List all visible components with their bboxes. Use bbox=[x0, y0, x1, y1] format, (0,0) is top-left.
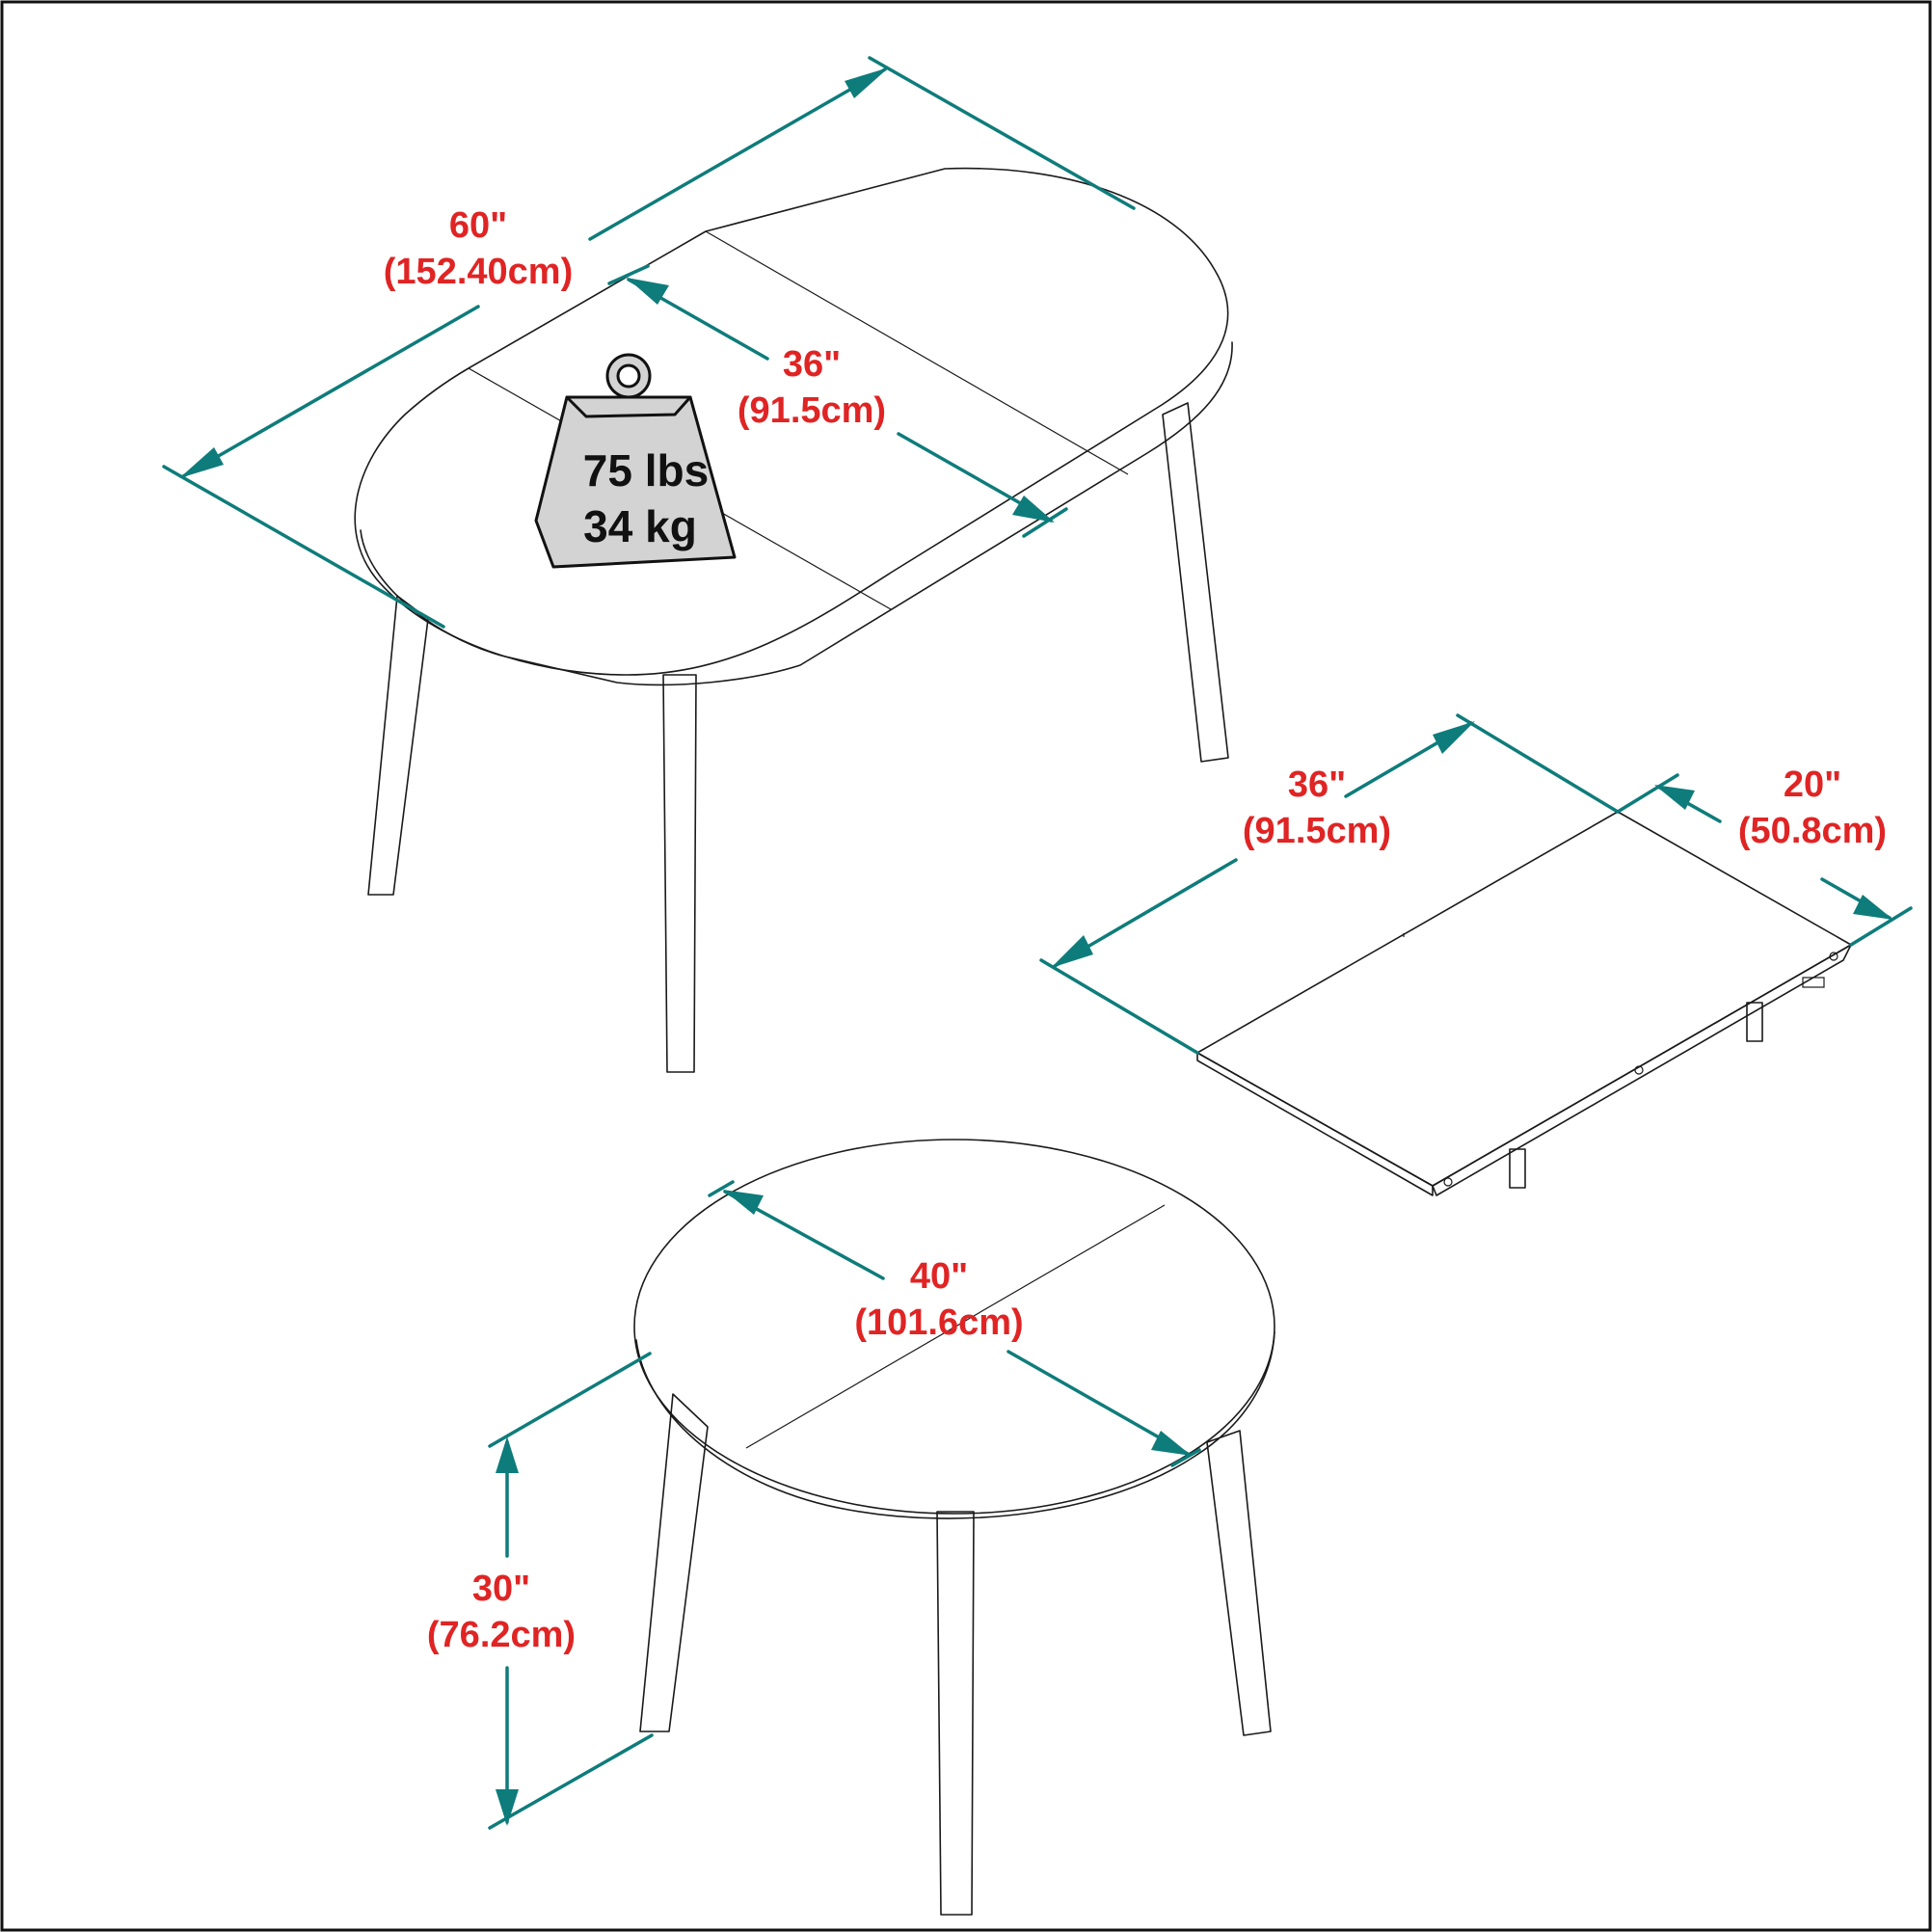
dim-extended-width-imperial: 36" bbox=[783, 344, 841, 385]
table-leg bbox=[936, 1511, 975, 1916]
dim-round-diameter: 40" (101.6cm) bbox=[708, 1180, 1201, 1467]
table-leg bbox=[1162, 402, 1229, 763]
dim-extended-width: 36" (91.5cm) bbox=[607, 264, 1068, 538]
dim-leaf-length: 36" (91.5cm) bbox=[1039, 713, 1620, 1055]
round-table bbox=[633, 1139, 1275, 1916]
dim-leaf-length-metric: (91.5cm) bbox=[1243, 811, 1391, 851]
tabletop-edge bbox=[635, 1331, 1275, 1519]
leaf-seam bbox=[705, 230, 1129, 475]
dim-table-height-imperial: 30" bbox=[472, 1569, 530, 1609]
weight-badge: 75 lbs 34 kg bbox=[534, 353, 737, 569]
dim-leaf-width-imperial: 20" bbox=[1784, 765, 1841, 805]
dim-leaf-width: 20" (50.8cm) bbox=[1616, 765, 1913, 947]
table-leg bbox=[1206, 1430, 1272, 1736]
dim-round-diameter-imperial: 40" bbox=[910, 1256, 968, 1297]
dim-leaf-length-imperial: 36" bbox=[1288, 765, 1346, 805]
tabletop-outline bbox=[354, 167, 1229, 676]
dim-round-diameter-metric: (101.6cm) bbox=[854, 1302, 1023, 1343]
dim-extended-length: 60" (152.40cm) bbox=[162, 56, 1136, 629]
weight-lbs: 75 lbs bbox=[583, 445, 709, 496]
tabletop-outline bbox=[633, 1139, 1275, 1515]
leaf-top bbox=[1196, 811, 1852, 1187]
table-leg bbox=[639, 1393, 709, 1732]
dim-extended-length-imperial: 60" bbox=[449, 205, 507, 246]
dim-leaf-width-metric: (50.8cm) bbox=[1738, 811, 1887, 851]
table-leg bbox=[662, 674, 697, 1073]
leaf-bracket bbox=[1746, 1002, 1763, 1042]
weight-kg: 34 kg bbox=[583, 501, 697, 551]
dim-extended-length-metric: (152.40cm) bbox=[384, 252, 573, 292]
dim-extended-width-metric: (91.5cm) bbox=[738, 390, 886, 431]
extended-table bbox=[354, 167, 1233, 1073]
extension-leaf bbox=[1196, 811, 1852, 1196]
leaf-side bbox=[1432, 944, 1852, 1196]
leaf-bracket bbox=[1509, 1148, 1526, 1189]
dim-table-height: 30" (76.2cm) bbox=[427, 1352, 654, 1830]
table-leg bbox=[367, 595, 429, 896]
leaf-seam bbox=[745, 1204, 1166, 1449]
dim-table-height-metric: (76.2cm) bbox=[427, 1615, 576, 1655]
leaf-edge bbox=[1196, 1052, 1434, 1196]
